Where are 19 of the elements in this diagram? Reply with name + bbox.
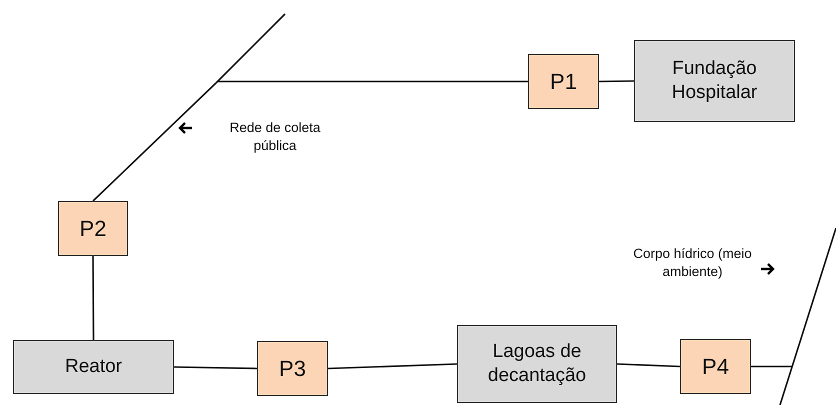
pipe-connector: [92, 82, 217, 202]
pipe-connector: [598, 80, 634, 82]
pipe-connector: [616, 363, 680, 368]
pipe-line: [780, 228, 836, 405]
sampling-point-box: P1: [528, 54, 599, 109]
sampling-point-box: P4: [680, 339, 751, 394]
pipe-connector: [174, 366, 258, 370]
pipe-line: [216, 14, 285, 83]
sampling-point-box: P3: [257, 341, 328, 396]
sampling-point-box: P2: [58, 201, 128, 256]
pipe-connector: [328, 363, 458, 370]
side-note: Rede de coleta pública: [228, 119, 322, 156]
process-box: Lagoas de decantação: [457, 325, 617, 403]
pipe-connector: [218, 80, 528, 82]
side-note: Corpo hídrico (meio ambiente): [632, 245, 753, 282]
process-box: Fundação Hospitalar: [634, 40, 795, 122]
pipe-connector: [92, 256, 94, 340]
pipe-connector: [751, 366, 792, 368]
process-box: Reator: [13, 340, 174, 394]
